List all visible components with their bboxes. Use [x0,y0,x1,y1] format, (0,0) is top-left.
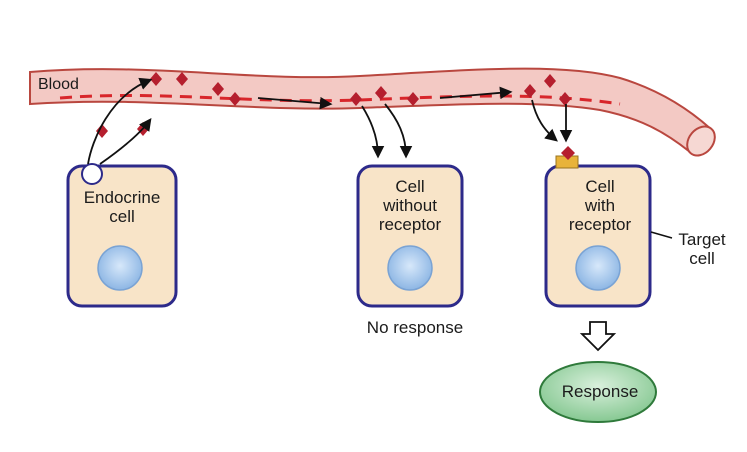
arrow-exit-2 [384,103,413,159]
hormone-10 [524,84,536,98]
response-label: Response [561,382,639,401]
endocrine-nucleus [97,245,143,291]
arrow-secretion-2 [99,117,152,165]
no-response-label: No response [366,318,464,337]
blood-label: Blood [38,76,79,93]
response-arrow [579,321,617,352]
endocrine-cell [66,163,178,308]
hormone-3 [150,72,162,86]
hormone-bound [561,146,575,160]
hormone-4 [176,72,188,86]
hormone-7 [350,92,362,106]
target-cell-pointer [650,231,673,239]
hormone-molecules [96,72,575,160]
hormone-9 [407,92,419,106]
hormone-8 [375,86,387,100]
arrows [87,77,573,165]
hormone-5 [212,82,224,96]
nucleus-without-receptor [387,245,433,291]
blood-vessel [29,67,716,157]
arrow-exit-1 [361,105,385,159]
arrow-bind-1 [531,99,558,142]
cell-without-receptor [356,164,464,308]
hormone-6 [229,92,241,106]
secretory-vesicle [81,163,103,185]
hormone-12 [559,92,571,106]
arrow-flow-1 [257,96,333,110]
response-bubble [539,361,657,423]
hormone-11 [544,74,556,88]
arrow-flow-2 [439,86,513,100]
hormone-1 [96,124,108,138]
nucleus-with-receptor [575,245,621,291]
arrow-secretion-1 [87,77,153,165]
cell-with-receptor [544,155,652,308]
